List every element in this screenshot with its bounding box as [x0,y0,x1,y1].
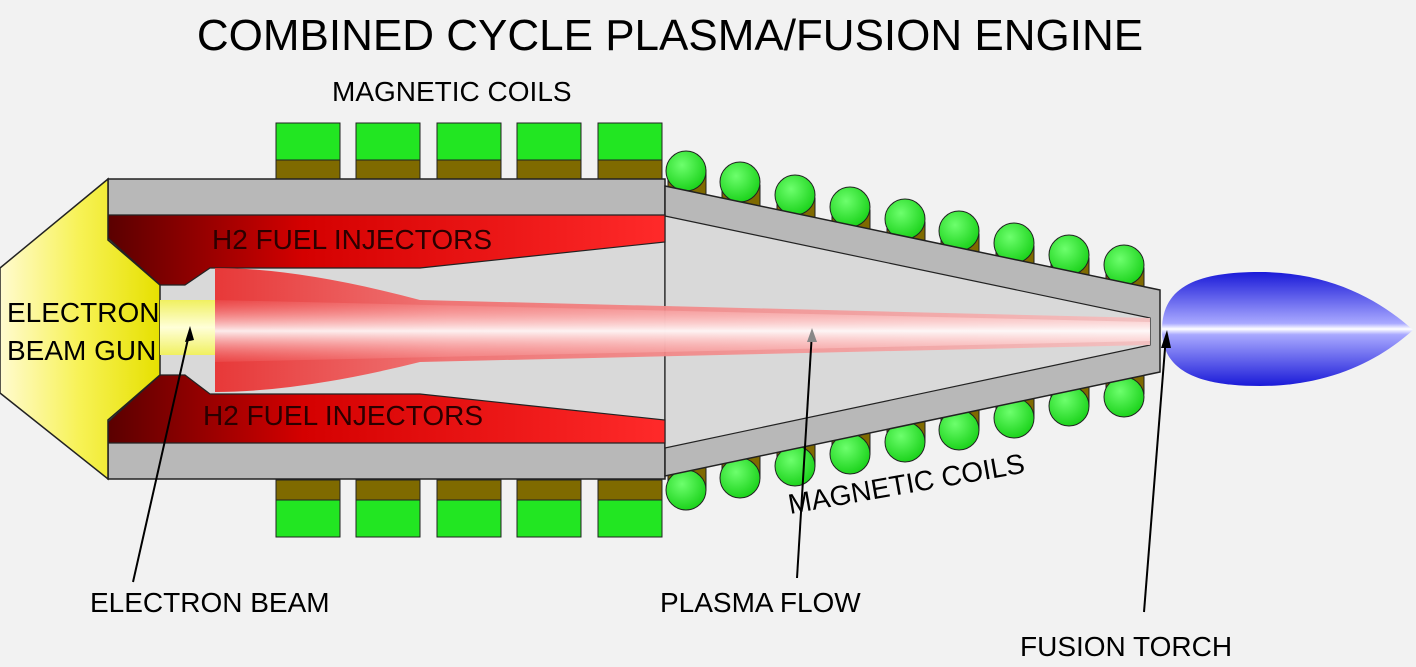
arrowhead-plasma-flow [807,328,817,342]
round-coil-top-1 [665,150,707,199]
beam-emitter [160,300,215,355]
h2-injector-top [107,214,666,286]
coil-bottom-4 [516,479,582,538]
electron-beam-gun [0,177,161,481]
label-magnetic-coils-top: MAGNETIC COILS [332,76,572,107]
leader-electron-beam [132,329,191,583]
h2-injector-bottom [107,374,666,444]
coil-bottom-5 [597,479,663,538]
label-h2-fuel-injectors-bottom: H2 FUEL INJECTORS [203,400,483,431]
arrowhead-fusion-torch [1161,330,1171,348]
magnetic-coils-top-square [275,122,663,183]
label-plasma-flow: PLASMA FLOW [660,587,861,618]
coil-bottom-3 [436,479,502,538]
label-h2-fuel-injectors-top: H2 FUEL INJECTORS [212,224,492,255]
leader-plasma-flow [796,331,813,579]
coil-top-2 [355,122,421,183]
diagram-title: COMBINED CYCLE PLASMA/FUSION ENGINE [197,11,1143,60]
leader-fusion-torch [1143,335,1167,613]
magnetic-coils-bottom-square [275,479,663,538]
arrowhead-electron-beam [185,326,194,342]
label-electron-beam-gun-line1: ELECTRON [7,297,159,328]
coil-top-1 [275,122,341,183]
coil-top-5 [597,122,663,183]
round-coil-bottom-7 [993,389,1035,439]
coil-bottom-1 [275,479,341,538]
fusion-torch [1162,272,1413,386]
leader-lines [132,326,1171,613]
plasma-plume-core [215,300,1150,362]
label-electron-beam-gun-line2: BEAM GUN [7,335,156,366]
label-fusion-torch: FUSION TORCH [1020,631,1232,662]
coil-top-4 [516,122,582,183]
coil-bottom-2 [355,479,421,538]
coil-top-3 [436,122,502,183]
label-electron-beam: ELECTRON BEAM [90,587,330,618]
